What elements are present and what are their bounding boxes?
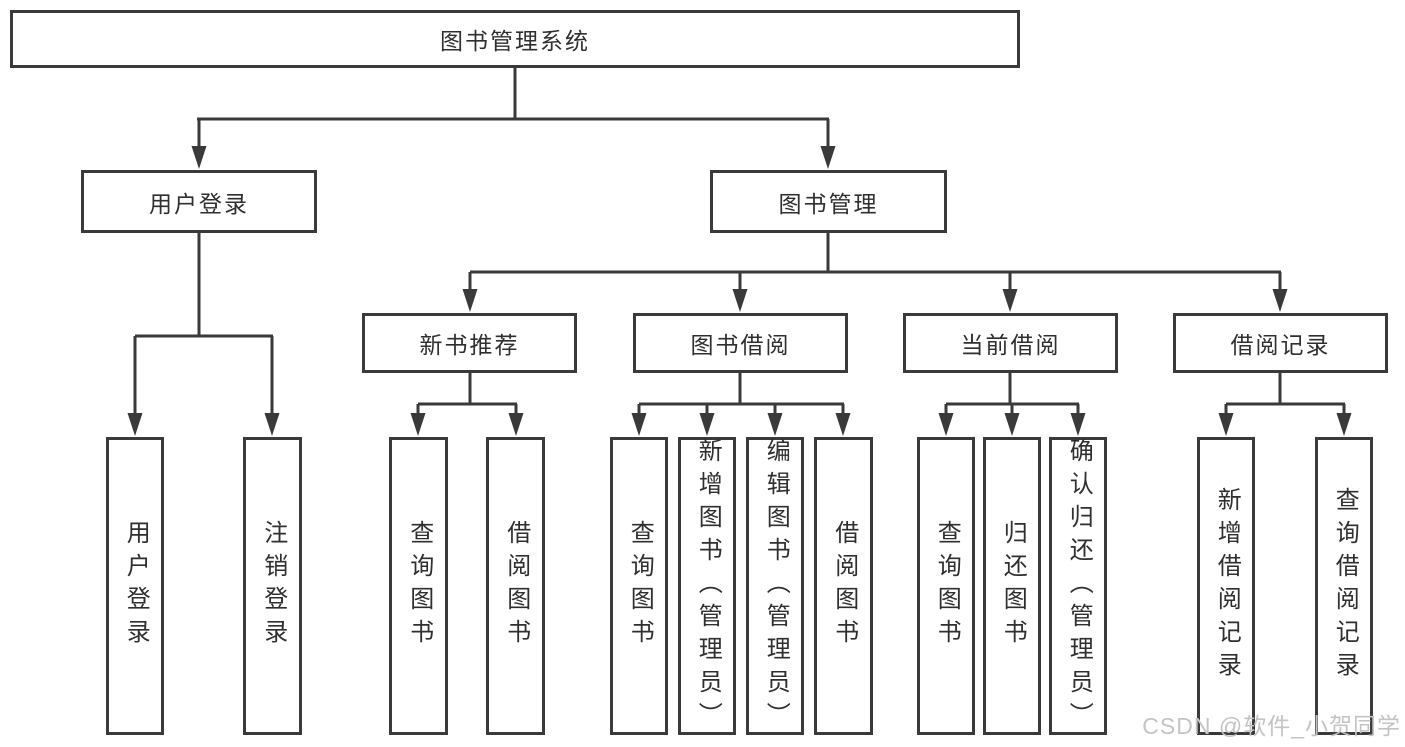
leaf-borrow-edit-books-label: 编辑图书（管理员） [762, 437, 790, 735]
leaf-user-login: 用户登录 [106, 437, 164, 735]
node-book-management: 图书管理 [710, 170, 947, 233]
leaf-logout: 注销登录 [243, 437, 302, 735]
node-user-login-label: 用户登录 [149, 190, 249, 217]
node-book-borrow-label: 图书借阅 [690, 332, 791, 358]
leaf-logout-label: 注销登录 [259, 520, 287, 652]
leaf-borrow-add-books: 新增图书（管理员） [678, 437, 736, 735]
leaf-current-confirm-return-label: 确认归还（管理员） [1065, 437, 1093, 735]
csdn-watermark: CSDN @软件_小贺同学 [1142, 713, 1401, 739]
tree-connector-paths [133, 68, 1346, 419]
leaf-current-query-books-label: 查询图书 [933, 520, 961, 652]
leaf-current-confirm-return: 确认归还（管理员） [1049, 437, 1107, 735]
leaf-recommend-borrow-books-label: 借阅图书 [502, 520, 530, 652]
leaf-records-add-record: 新增借阅记录 [1197, 437, 1255, 735]
leaf-recommend-query-books-label: 查询图书 [405, 520, 433, 652]
leaf-current-return-books-label: 归还图书 [999, 520, 1027, 652]
node-root: 图书管理系统 [10, 10, 1020, 68]
node-current-borrow-label: 当前借阅 [960, 332, 1061, 358]
leaf-borrow-edit-books: 编辑图书（管理员） [746, 437, 804, 735]
node-root-label: 图书管理系统 [440, 28, 590, 54]
node-book-management-label: 图书管理 [778, 190, 879, 217]
node-new-book-recommend-label: 新书推荐 [419, 332, 520, 358]
arrowhead-icons [127, 146, 1352, 436]
leaf-borrow-borrow-books-label: 借阅图书 [830, 520, 858, 652]
leaf-borrow-query-books-label: 查询图书 [626, 520, 654, 652]
leaf-borrow-add-books-label: 新增图书（管理员） [694, 437, 722, 735]
node-user-login: 用户登录 [81, 170, 317, 233]
node-current-borrow: 当前借阅 [903, 313, 1118, 373]
node-borrow-records-label: 借阅记录 [1230, 332, 1331, 358]
leaf-recommend-query-books: 查询图书 [389, 437, 448, 735]
leaf-user-login-label: 用户登录 [122, 520, 150, 652]
leaf-records-query-record: 查询借阅记录 [1315, 437, 1373, 735]
leaf-borrow-query-books: 查询图书 [610, 437, 668, 735]
leaf-recommend-borrow-books: 借阅图书 [486, 437, 545, 735]
node-book-borrow: 图书借阅 [633, 313, 848, 373]
node-borrow-records: 借阅记录 [1173, 313, 1388, 373]
leaf-current-return-books: 归还图书 [983, 437, 1041, 735]
leaf-current-query-books: 查询图书 [917, 437, 975, 735]
leaf-records-add-record-label: 新增借阅记录 [1213, 487, 1241, 685]
node-new-book-recommend: 新书推荐 [362, 313, 577, 373]
leaf-records-query-record-label: 查询借阅记录 [1331, 487, 1359, 685]
leaf-borrow-borrow-books: 借阅图书 [814, 437, 873, 735]
